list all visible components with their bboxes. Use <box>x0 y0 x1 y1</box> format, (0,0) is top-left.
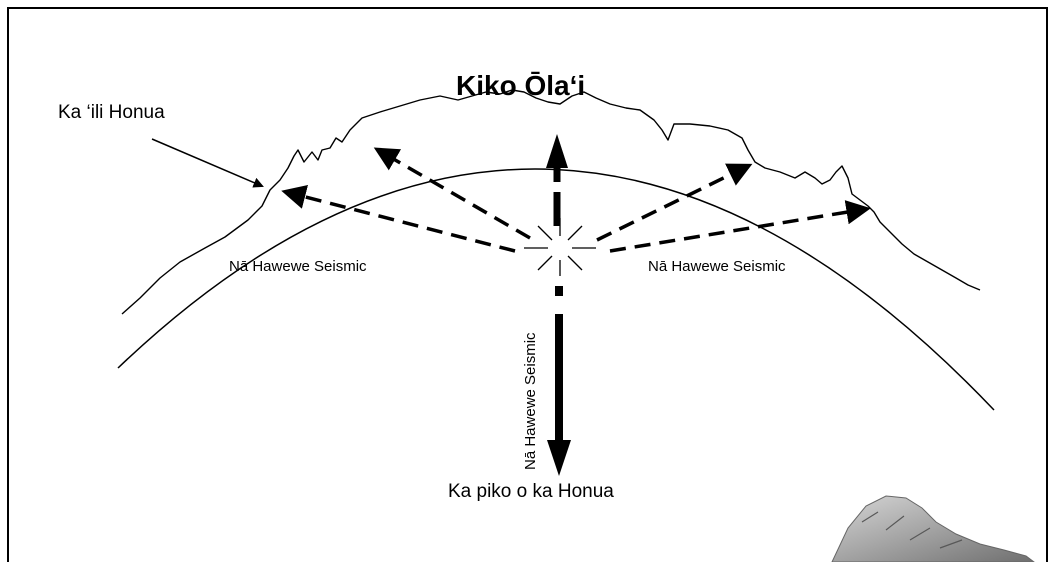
crust-surface-line <box>121 89 981 315</box>
seismic-waves-left-label: Nā Hawewe Seismic <box>229 258 367 275</box>
seismic-wave-arrow-upper-left <box>373 147 531 240</box>
seismic-wave-arrow-upper-right <box>596 163 753 242</box>
seismic-waves-down-label: Nā Hawewe Seismic <box>522 332 539 470</box>
seismic-wave-arrowhead-down <box>547 440 571 476</box>
rock-sample-image <box>831 495 1036 563</box>
surface-leader-line <box>151 138 264 188</box>
earth-core-label: Ka piko o ka Honua <box>448 481 614 502</box>
seismic-wave-arrow-far-right <box>609 200 871 253</box>
seismic-wave-arrowhead-up <box>546 134 568 168</box>
frame-border <box>7 7 1048 562</box>
earth-surface-label: Ka ‘ili Honua <box>58 102 165 123</box>
seismic-waves-right-label: Nā Hawewe Seismic <box>648 258 786 275</box>
diagram-title: Kiko Ōla‘i <box>456 70 586 101</box>
seismic-wave-arrow-far-left <box>281 185 516 253</box>
epicenter-starburst <box>524 218 596 276</box>
